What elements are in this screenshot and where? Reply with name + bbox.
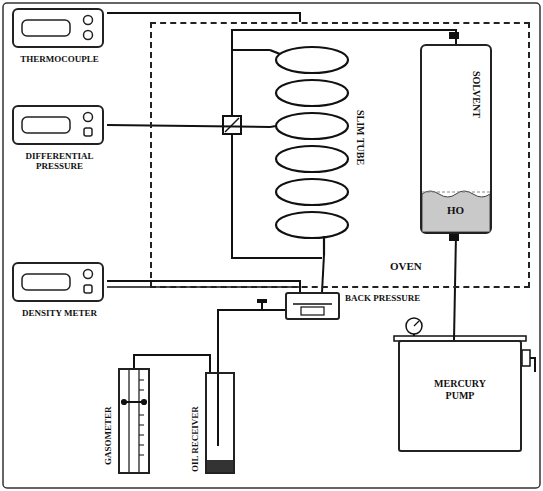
instrument-body	[12, 262, 104, 302]
node-label: DENSITY METER	[12, 308, 107, 318]
node-label: HO	[447, 204, 464, 217]
pipe-line	[107, 125, 270, 127]
node-label: BACK PRESSURE	[345, 293, 420, 303]
mercury-pump: MERCURY PUMP	[398, 340, 522, 452]
valve-symbol	[257, 299, 267, 303]
solvent-cylinder: SOLVENT HO	[420, 44, 492, 234]
node-label: DIFFERENTIAL PRESSURE	[12, 151, 107, 172]
pressure-gauge	[406, 318, 422, 334]
instrument-body	[12, 8, 104, 48]
oil-receiver-tube: OIL RECEIVER	[205, 372, 235, 474]
valve-symbol	[449, 234, 459, 241]
receiver-drawing	[207, 374, 233, 472]
node-label: SOLVENT	[471, 71, 483, 118]
pipe	[231, 48, 233, 116]
gasometer-scale	[120, 370, 148, 472]
coil-drawing	[270, 40, 350, 255]
node-label: OIL RECEIVER	[190, 406, 200, 472]
node-label: GASOMETER	[103, 406, 113, 465]
transducer-diagonal	[225, 118, 239, 132]
node-label: SLIM TUBE	[355, 110, 367, 165]
gauge-needle	[414, 321, 419, 326]
valve-stem	[261, 303, 263, 310]
crank-handle	[522, 350, 530, 366]
node-label: OVEN	[390, 260, 422, 273]
slim-tube-coil: SLIM TUBE	[270, 40, 380, 255]
back-pressure-regulator: BACK PRESSURE	[285, 292, 340, 320]
pipe-line	[218, 310, 285, 372]
pressure-meter: DIFFERENTIAL PRESSURE	[12, 105, 107, 173]
outer-frame	[3, 3, 540, 488]
node-label: THERMOCOUPLE	[12, 54, 107, 64]
node-label: MERCURY PUMP	[428, 378, 492, 401]
crank-arm	[530, 358, 535, 372]
pipe-line	[107, 13, 300, 22]
transducer-square	[223, 116, 241, 134]
thermocouple-meter: THERMOCOUPLE	[12, 8, 107, 66]
instrument-body	[12, 105, 104, 145]
regulator-drawing	[287, 294, 338, 318]
density-meter: DENSITY METER	[12, 262, 107, 320]
gasometer-tube: GASOMETER	[118, 368, 150, 474]
valve-symbol	[449, 32, 459, 39]
oven-region: OVEN SLIM TUBE SOLVENT HO	[150, 22, 530, 288]
